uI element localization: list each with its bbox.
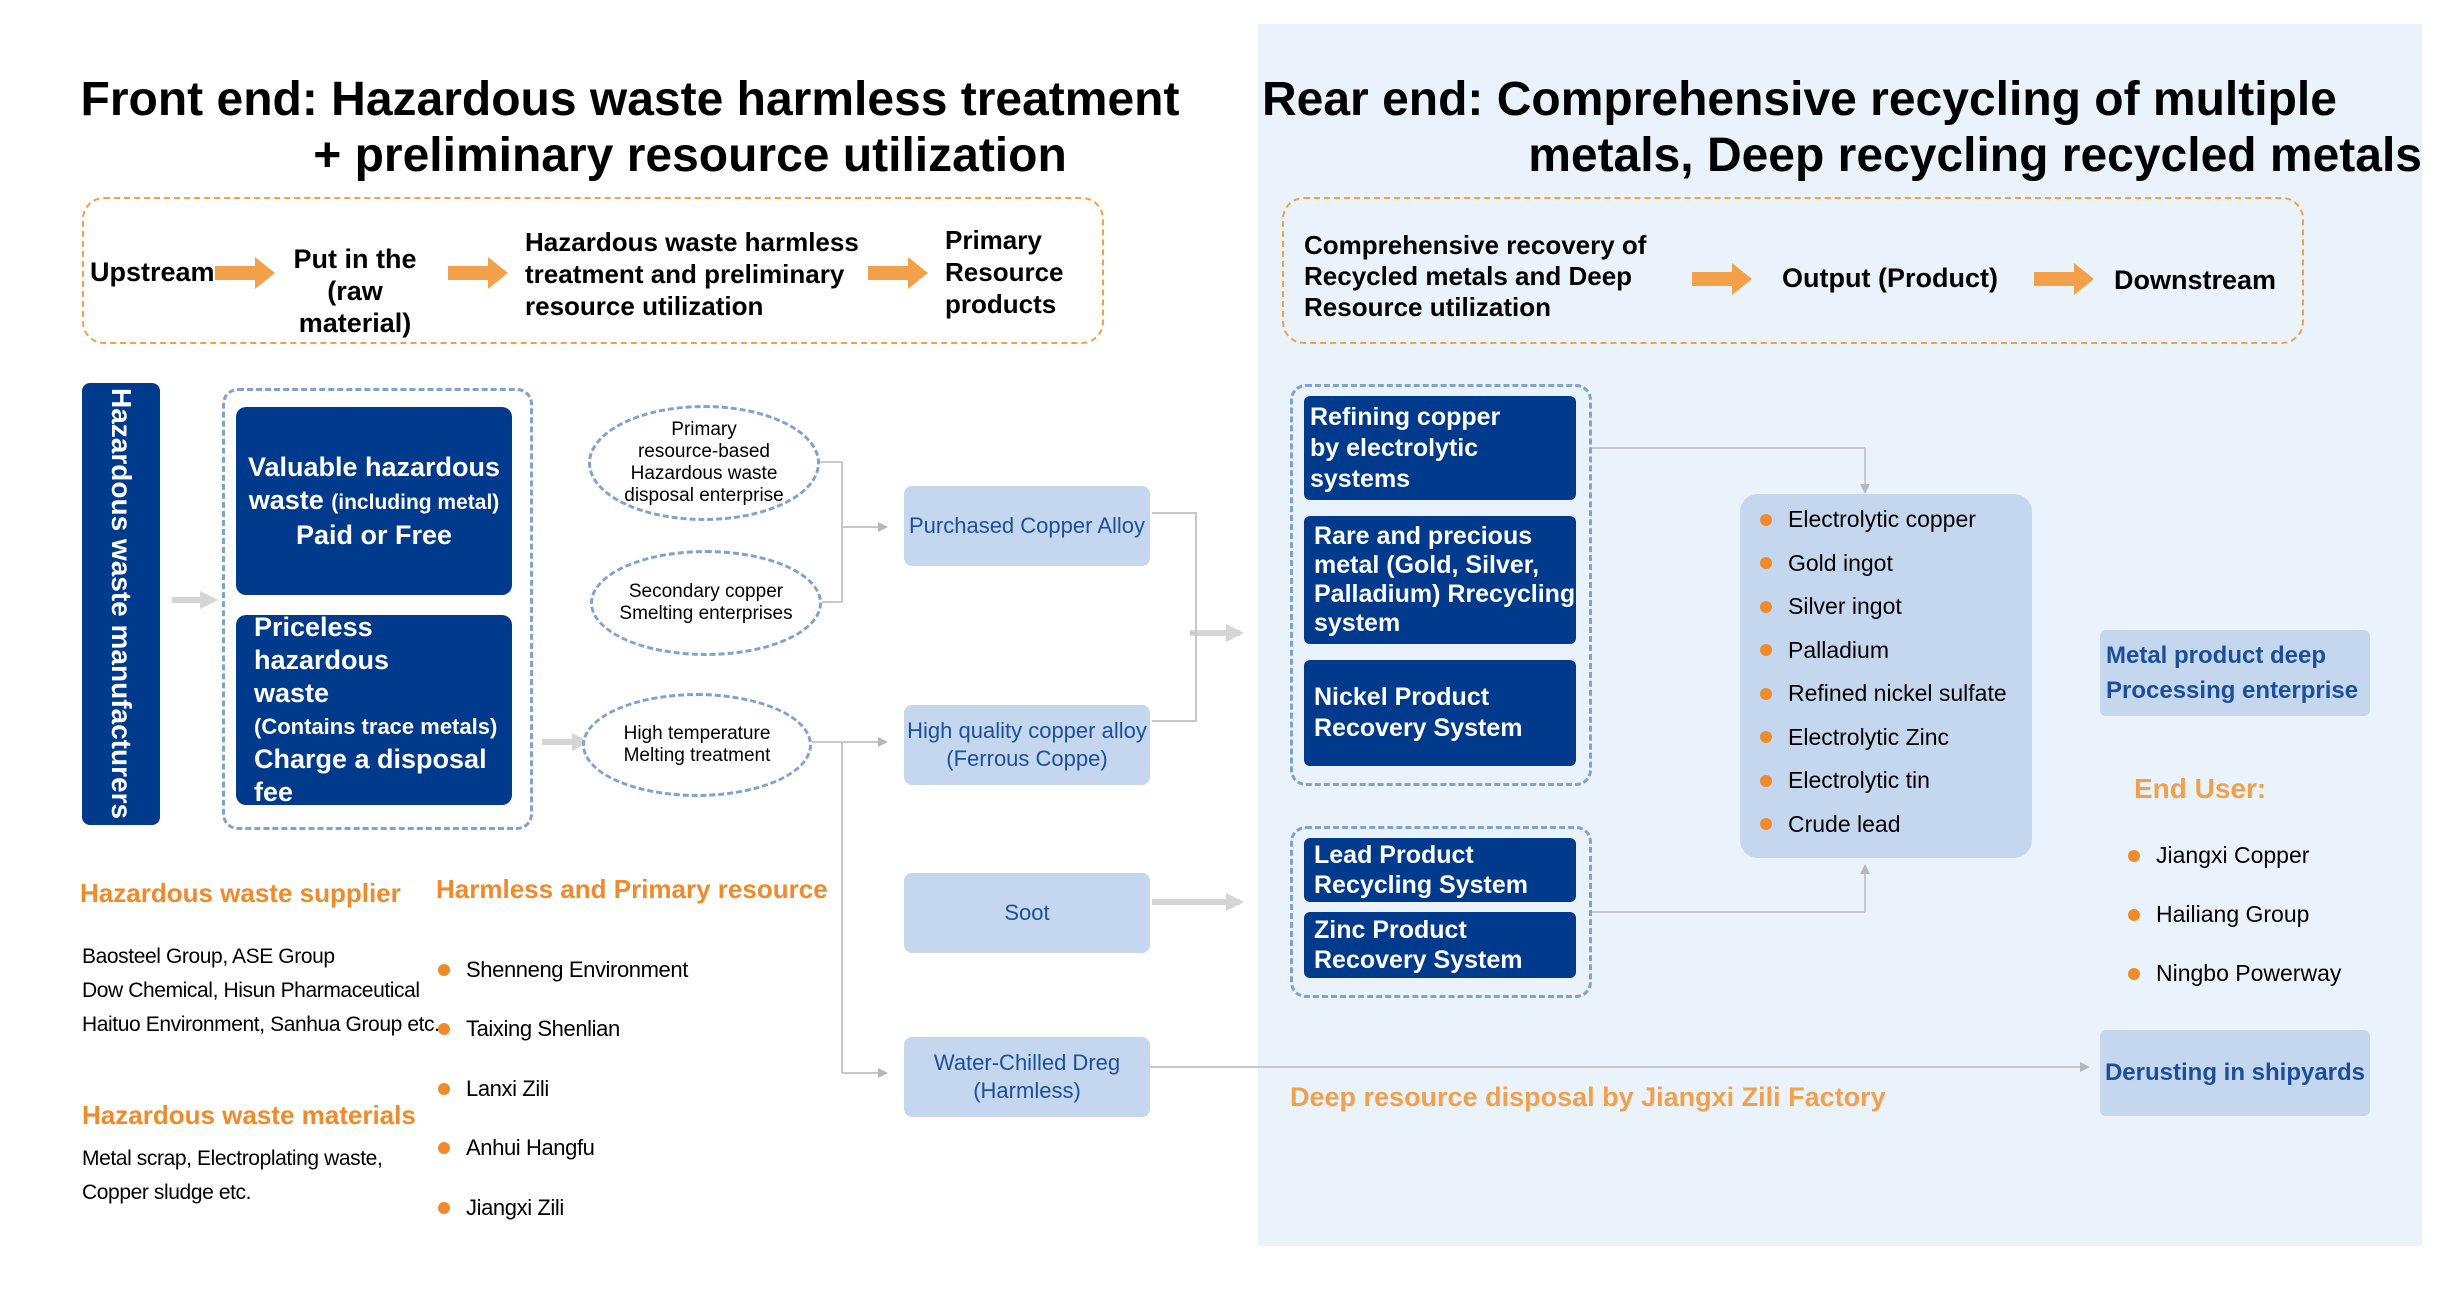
list-item: Shenneng Environment: [438, 940, 688, 1000]
step-downstream: Downstream: [2114, 265, 2277, 295]
system-group-lower: [1290, 826, 1592, 998]
list-item: Gold ingot: [1760, 542, 2007, 586]
list-item: Hailiang Group: [2128, 885, 2341, 944]
high-quality-copper-alloy: High quality copper alloy(Ferrous Coppe): [904, 705, 1150, 785]
step-put-in: Put in the(raw material): [293, 244, 417, 338]
supplier-heading: Hazardous waste supplier: [80, 878, 401, 908]
water-chilled-dreg: Water-Chilled Dreg(Harmless): [904, 1037, 1150, 1117]
derusting-shipyards: Derusting in shipyards: [2100, 1030, 2370, 1116]
header-arrows: [215, 257, 2094, 295]
list-item: Ningbo Powerway: [2128, 944, 2341, 1003]
list-item: Electrolytic Zinc: [1760, 716, 2007, 760]
purchased-copper-alloy: Purchased Copper Alloy: [904, 486, 1150, 566]
output-product-list: Electrolytic copper Gold ingot Silver in…: [1760, 498, 2007, 846]
list-item: Electrolytic tin: [1760, 759, 2007, 803]
rear-process-header: [1282, 197, 2304, 344]
end-user-list: Jiangxi Copper Hailiang Group Ningbo Pow…: [2128, 826, 2341, 1003]
list-item: Anhui Hangfu: [438, 1119, 688, 1179]
list-item: Taixing Shenlian: [438, 1000, 688, 1060]
list-item: Palladium: [1760, 629, 2007, 673]
valuable-waste-box: Valuable hazardous waste (including meta…: [236, 407, 512, 595]
list-item: Electrolytic copper: [1760, 498, 2007, 542]
priceless-waste-box: Priceless hazardous waste (Contains trac…: [236, 612, 512, 807]
harmless-heading: Harmless and Primary resource: [436, 874, 828, 904]
list-item: Jiangxi Zili: [438, 1178, 688, 1238]
list-item: Refined nickel sulfate: [1760, 672, 2007, 716]
materials-heading: Hazardous waste materials: [82, 1100, 416, 1130]
system-group-upper: [1290, 384, 1592, 786]
list-item: Crude lead: [1760, 803, 2007, 847]
harmless-company-list: Shenneng Environment Taixing Shenlian La…: [438, 940, 688, 1238]
rear-title: Rear end: Comprehensive recycling of mul…: [1262, 73, 2422, 182]
deep-disposal-label: Deep resource disposal by Jiangxi Zili F…: [1290, 1082, 1886, 1112]
waste-type-group: [222, 388, 533, 830]
list-item: Jiangxi Copper: [2128, 826, 2341, 885]
list-item: Silver ingot: [1760, 585, 2007, 629]
list-item: Lanxi Zili: [438, 1059, 688, 1119]
front-title: Front end: Hazardous waste harmless trea…: [80, 73, 1180, 182]
front-process-header: [82, 197, 1104, 344]
soot-box: Soot: [904, 873, 1150, 953]
end-user-heading: End User:: [2134, 773, 2267, 804]
materials-list: Metal scrap, Electroplating waste,Copper…: [82, 1147, 383, 1204]
step-upstream: Upstream: [90, 257, 215, 287]
manufacturers-bar: Hazardous waste manufacturers: [82, 383, 160, 825]
step-output: Output (Product): [1782, 263, 1998, 293]
output-product-panel: [1740, 494, 2032, 858]
